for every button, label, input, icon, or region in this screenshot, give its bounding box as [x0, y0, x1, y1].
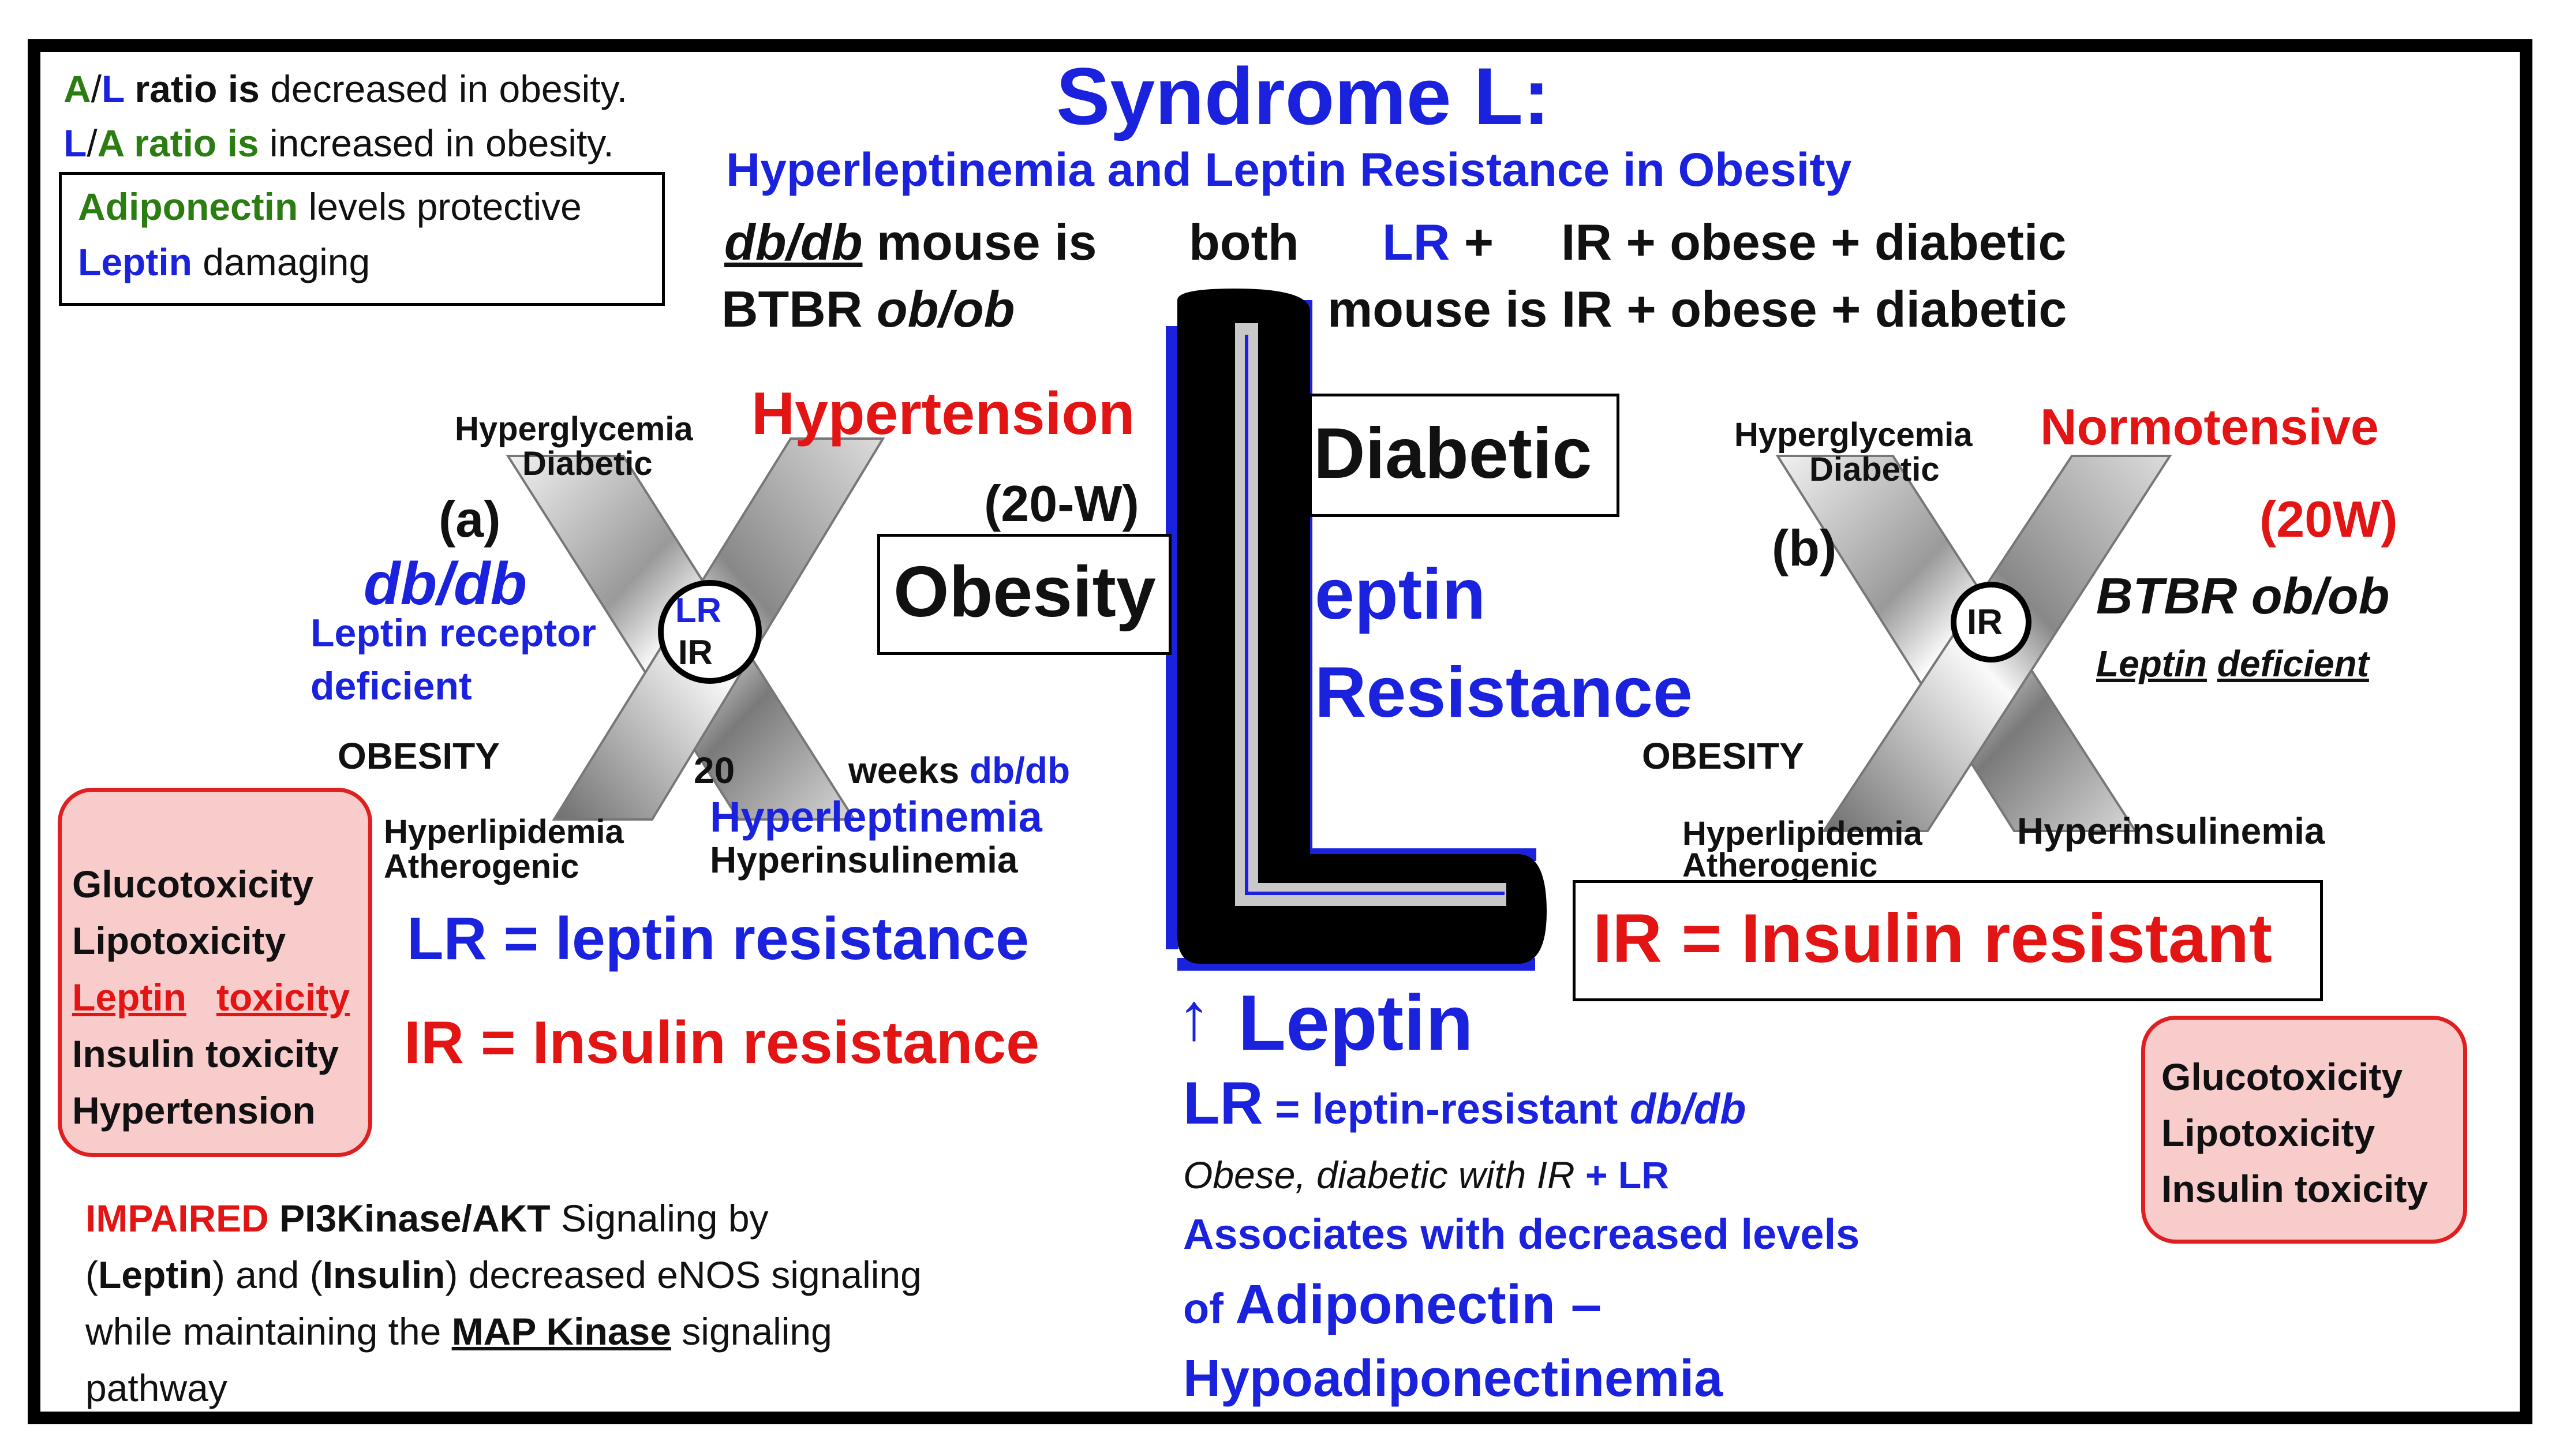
signaling-line-2: (Leptin) and (Insulin) decreased eNOS si… — [85, 1253, 922, 1296]
signaling-line-4: pathway — [85, 1367, 227, 1409]
right-hyperglycemia: Hyperglycemia — [1734, 416, 1973, 454]
right-obesity-label: OBESITY — [1642, 735, 1804, 777]
right-twenty-w: (20W) — [2259, 491, 2398, 548]
label-a: (a) — [439, 491, 501, 548]
deficient-label: deficient — [310, 664, 472, 708]
left-atherogenic: Atherogenic — [384, 848, 579, 885]
left-tox-toxicity: toxicity — [216, 976, 350, 1019]
up-arrow-icon: ↑ — [1177, 979, 1211, 1054]
page-subtitle: Hyperleptinemia and Leptin Resistance in… — [726, 144, 1852, 196]
left-hyperlipidemia: Hyperlipidemia — [384, 813, 624, 851]
lr-definition: LR = leptin resistance — [407, 905, 1029, 972]
left-tox-insulin: Insulin toxicity — [72, 1032, 339, 1075]
leptin-resistance-l2: Resistance — [1315, 653, 1693, 732]
weeks-dbdb-label: weeks db/db — [848, 750, 1071, 791]
adiponectin-line-bottom: of Adiponectin – — [1183, 1274, 1602, 1335]
obesity-box — [877, 534, 1172, 655]
left-tox-lipotoxicity: Lipotoxicity — [72, 919, 286, 962]
right-atherogenic: Atherogenic — [1682, 847, 1878, 884]
right-hyperinsulinemia: Hyperinsulinemia — [2017, 810, 2325, 852]
al-ratio-line: A/L ratio is decreased in obesity. — [63, 68, 628, 110]
right-tox-lipotoxicity: Lipotoxicity — [2161, 1111, 2375, 1154]
diabetic-box — [1309, 394, 1619, 517]
lr-plus-label: LR + — [1382, 214, 1494, 271]
left-lr-ir-circle — [658, 580, 762, 684]
leptin-line: Leptin damaging — [78, 241, 371, 283]
ir-obese-diabetic: IR + obese + diabetic — [1561, 214, 2067, 271]
obesity-box-label: Obesity — [893, 552, 1156, 632]
both-label: both — [1189, 214, 1299, 271]
right-diabetic: Diabetic — [1809, 451, 1940, 488]
hypertension-label: Hypertension — [751, 380, 1135, 447]
right-circle-ir: IR — [1967, 602, 2003, 642]
right-tox-glucotoxicity: Glucotoxicity — [2161, 1055, 2403, 1098]
left-dbdb-label: db/db — [364, 551, 527, 617]
left-toxicity-box — [58, 788, 372, 1157]
dbdb-line: db/db mouse is — [724, 214, 1097, 271]
protect-box — [59, 172, 665, 306]
hyperleptinemia-label: Hyperleptinemia — [710, 793, 1042, 841]
btbr-line: BTBR ob/ob — [721, 280, 1015, 338]
leptin-receptor-label: Leptin receptor — [310, 611, 596, 655]
left-tox-hypertension: Hypertension — [72, 1089, 316, 1132]
obese-diabetic-line: Obese, diabetic with IR + LR — [1183, 1154, 1669, 1196]
twenty-label: 20 — [694, 750, 735, 791]
btbr-mouse-line: mouse is IR + obese + diabetic — [1327, 280, 2067, 338]
ir-definition: IR = Insulin resistance — [404, 1009, 1040, 1076]
signaling-line-1: IMPAIRED PI3Kinase/AKT Signaling by — [85, 1197, 769, 1240]
circle-ir-label: IR — [678, 633, 713, 672]
normotensive-label: Normotensive — [2040, 398, 2379, 455]
circle-lr-label: LR — [675, 591, 721, 630]
signaling-line-3: while maintaining the MAP Kinase signali… — [85, 1310, 832, 1353]
leptin-resistance-l1: eptin — [1315, 555, 1486, 634]
leptin-up-label: Leptin — [1238, 979, 1473, 1066]
leptin-deficient-label: Leptin deficient — [2096, 643, 2369, 684]
la-ratio-line: L/A ratio is increased in obesity. — [63, 122, 614, 164]
hypoadiponectinemia-line: Hypoadiponectinemia — [1183, 1350, 1723, 1408]
right-toxicity-box — [2141, 1016, 2467, 1244]
left-obesity-label: OBESITY — [338, 735, 500, 777]
right-ir-circle — [1951, 582, 2031, 663]
twenty-w-label: (20-W) — [984, 475, 1139, 532]
left-tox-leptin: Leptin — [72, 976, 186, 1019]
right-hyperlipidemia: Hyperlipidemia — [1682, 815, 1922, 852]
ir-resistant-label: IR = Insulin resistant — [1593, 900, 2272, 977]
left-hyperinsulinemia: Hyperinsulinemia — [710, 839, 1018, 881]
ir-resistant-box — [1573, 880, 2323, 1001]
label-b: (b) — [1772, 519, 1837, 577]
left-tox-glucotoxicity: Glucotoxicity — [72, 863, 314, 905]
associates-line: Associates with decreased levels — [1183, 1210, 1860, 1258]
btbr-obob-label: BTBR ob/ob — [2096, 567, 2390, 624]
right-tox-insulin: Insulin toxicity — [2161, 1167, 2429, 1210]
diabetic-box-label: Diabetic — [1314, 414, 1592, 493]
left-diabetic: Diabetic — [522, 445, 653, 482]
lr-leptin-resistant-line: LR = leptin-resistant db/db — [1183, 1070, 1746, 1137]
left-hyperglycemia: Hyperglycemia — [455, 410, 693, 448]
adiponectin-line: Adiponectin levels protective — [78, 185, 582, 228]
page-title: Syndrome L: — [1056, 51, 1550, 141]
